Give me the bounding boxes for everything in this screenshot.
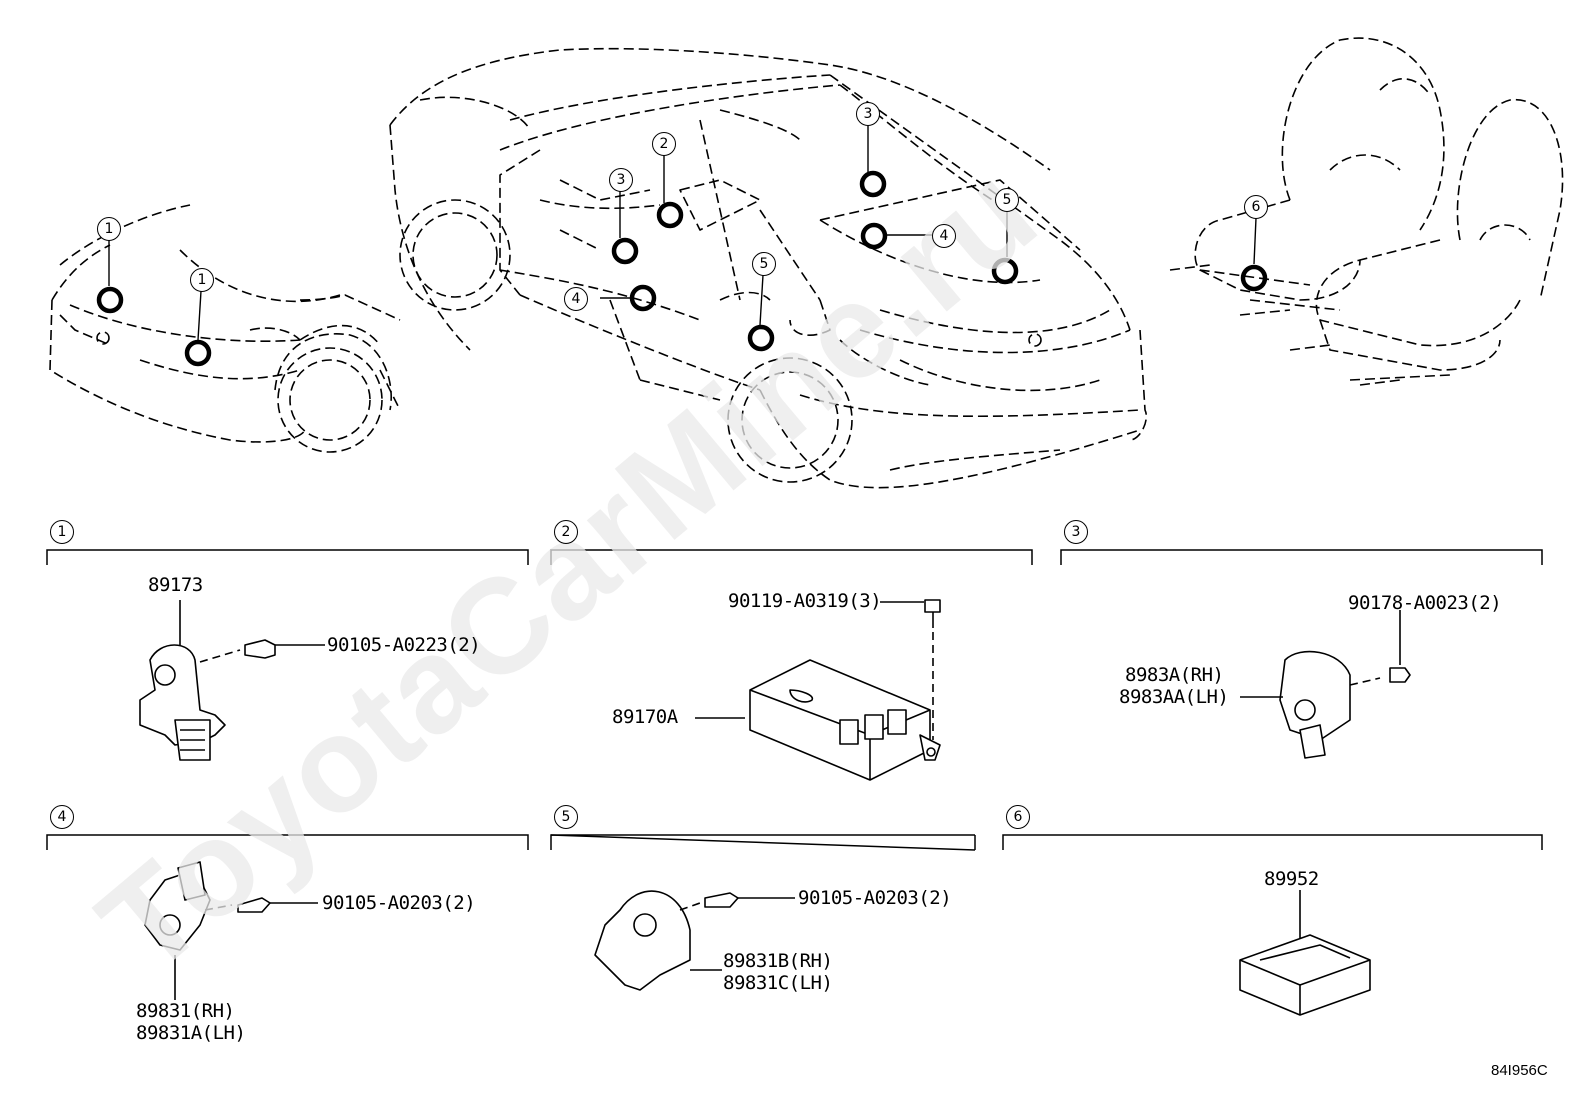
location-dot-5b: [747, 324, 775, 352]
section-6-number: 6: [1006, 805, 1030, 829]
location-dot-5a: [991, 257, 1019, 285]
location-dot-1b: [184, 339, 212, 367]
part-label-90105-A0223: 90105-A0223(2): [327, 634, 481, 656]
location-callout-4b: 4: [564, 287, 588, 311]
location-dot-4b: [629, 284, 657, 312]
part-label-90105-A0203-sec5: 90105-A0203(2): [798, 887, 952, 909]
section-1-bracket: [46, 549, 529, 565]
part-label-89831C-LH: 89831C(LH): [723, 972, 833, 994]
section-2-bracket: [550, 549, 1033, 565]
location-callout-5b: 5: [752, 252, 776, 276]
part-label-89170A: 89170A: [612, 706, 678, 728]
part-label-89831B-RH: 89831B(RH): [723, 950, 833, 972]
section-6-bracket: [1002, 834, 1543, 850]
document-id: 84I956C: [1491, 1062, 1548, 1079]
section-3-bracket: [1060, 549, 1543, 565]
location-dot-1a: [96, 286, 124, 314]
part-label-90105-A0203-sec4: 90105-A0203(2): [322, 892, 476, 914]
section-2-number: 2: [554, 520, 578, 544]
location-callout-3b: 3: [856, 102, 880, 126]
section-5-bracket: [550, 834, 976, 851]
location-callout-4a: 4: [932, 224, 956, 248]
location-dot-3a: [611, 237, 639, 265]
seats-drawing: [1169, 37, 1564, 386]
section-1-number: 1: [50, 520, 74, 544]
part-label-90178-A0023: 90178-A0023(2): [1348, 592, 1502, 614]
location-callout-3a: 3: [609, 168, 633, 192]
part-89952-drawing: [1239, 890, 1371, 1016]
part-label-89831A-LH: 89831A(LH): [136, 1022, 246, 1044]
part-label-89952: 89952: [1264, 868, 1319, 890]
location-callout-6: 6: [1244, 195, 1268, 219]
location-callout-5a: 5: [995, 188, 1019, 212]
part-89173-drawing: [139, 600, 325, 761]
part-label-8983A-RH: 8983A(RH): [1125, 664, 1224, 686]
location-dot-4a: [860, 222, 888, 250]
section-4-bracket: [46, 834, 529, 850]
part-label-90119-A0319: 90119-A0319(3): [728, 590, 882, 612]
part-89170A-drawing: [695, 599, 941, 781]
location-dot-2: [656, 201, 684, 229]
section-5-number: 5: [554, 805, 578, 829]
part-89831B-drawing: [594, 890, 795, 991]
part-label-8983AA-LH: 8983AA(LH): [1119, 686, 1229, 708]
sedan-drawing: [389, 47, 1148, 489]
location-dot-6: [1240, 264, 1268, 292]
section-4-number: 4: [50, 805, 74, 829]
part-8983A-drawing: [1240, 610, 1411, 759]
part-label-89173: 89173: [148, 574, 203, 596]
part-label-89831-RH: 89831(RH): [136, 1000, 235, 1022]
location-callout-2: 2: [652, 132, 676, 156]
part-89831-drawing: [144, 861, 318, 1000]
section-3-number: 3: [1064, 520, 1088, 544]
location-callout-1b: 1: [190, 268, 214, 292]
front-bumper-drawing: [49, 204, 401, 453]
location-callout-1a: 1: [97, 217, 121, 241]
location-dot-3b: [859, 170, 887, 198]
